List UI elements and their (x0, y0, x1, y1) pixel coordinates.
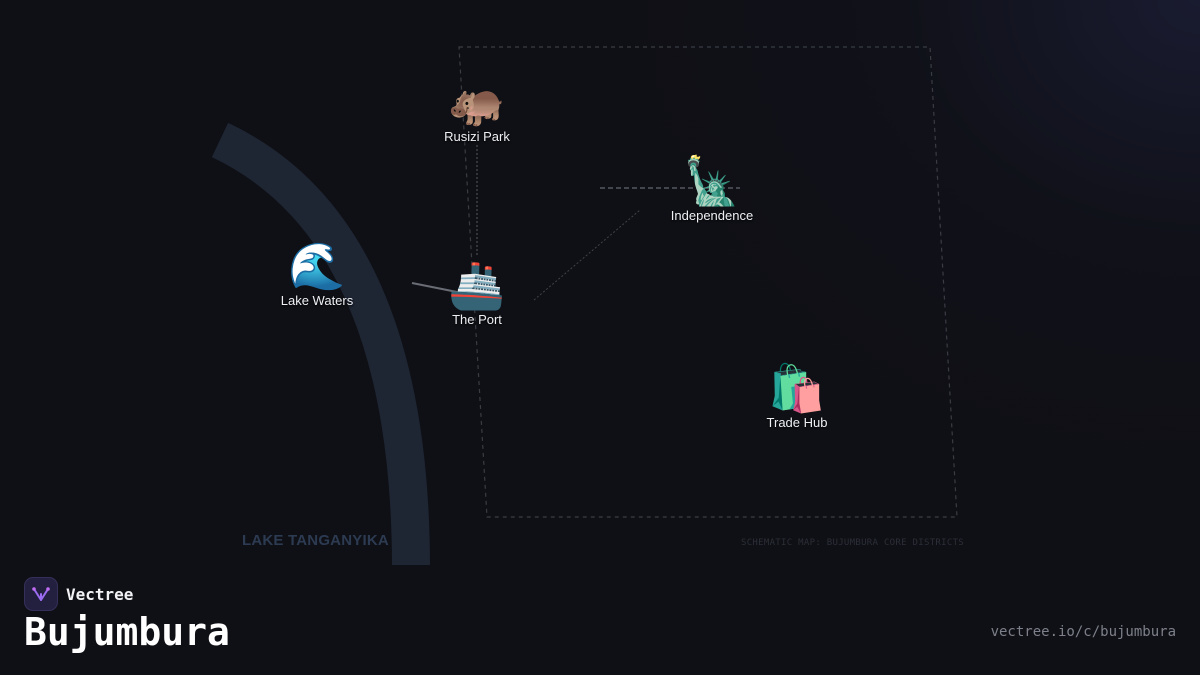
lake-shoreline (211, 122, 430, 566)
poi-label: Rusizi Park (444, 129, 510, 144)
poi-label: Trade Hub (766, 415, 828, 430)
road-port-independence (533, 209, 641, 301)
poi-lake-waters[interactable]: 🌊 Lake Waters (281, 241, 354, 308)
vectree-logo-icon (24, 577, 58, 611)
poi-independence[interactable]: 🗽 Independence (671, 156, 753, 223)
ship-icon: 🚢 (448, 258, 506, 312)
wave-icon: 🌊 (288, 239, 346, 293)
map-caption: SCHEMATIC MAP: BUJUMBURA CORE DISTRICTS (741, 538, 965, 548)
poi-rusizi-park[interactable]: 🦛 Rusizi Park (444, 77, 510, 144)
poi-label: The Port (452, 312, 502, 327)
poi-label: Lake Waters (280, 293, 354, 308)
monument-icon: 🗽 (683, 154, 741, 208)
poi-the-port[interactable]: 🚢 The Port (448, 260, 505, 327)
brand-name: Vectree (66, 584, 134, 604)
hippo-icon: 🦛 (448, 75, 506, 129)
page-title: Bujumbura (24, 610, 230, 654)
shopping-bags-icon: 🛍️ (768, 361, 826, 415)
poi-label: Independence (670, 208, 754, 223)
poi-trade-hub[interactable]: 🛍️ Trade Hub (767, 363, 828, 430)
brand[interactable]: Vectree (24, 577, 133, 611)
source-url[interactable]: vectree.io/c/bujumbura (990, 624, 1176, 640)
district-boundary (458, 46, 958, 518)
pier-line (411, 282, 463, 294)
lake-label: LAKE TANGANYIKA (242, 532, 389, 549)
